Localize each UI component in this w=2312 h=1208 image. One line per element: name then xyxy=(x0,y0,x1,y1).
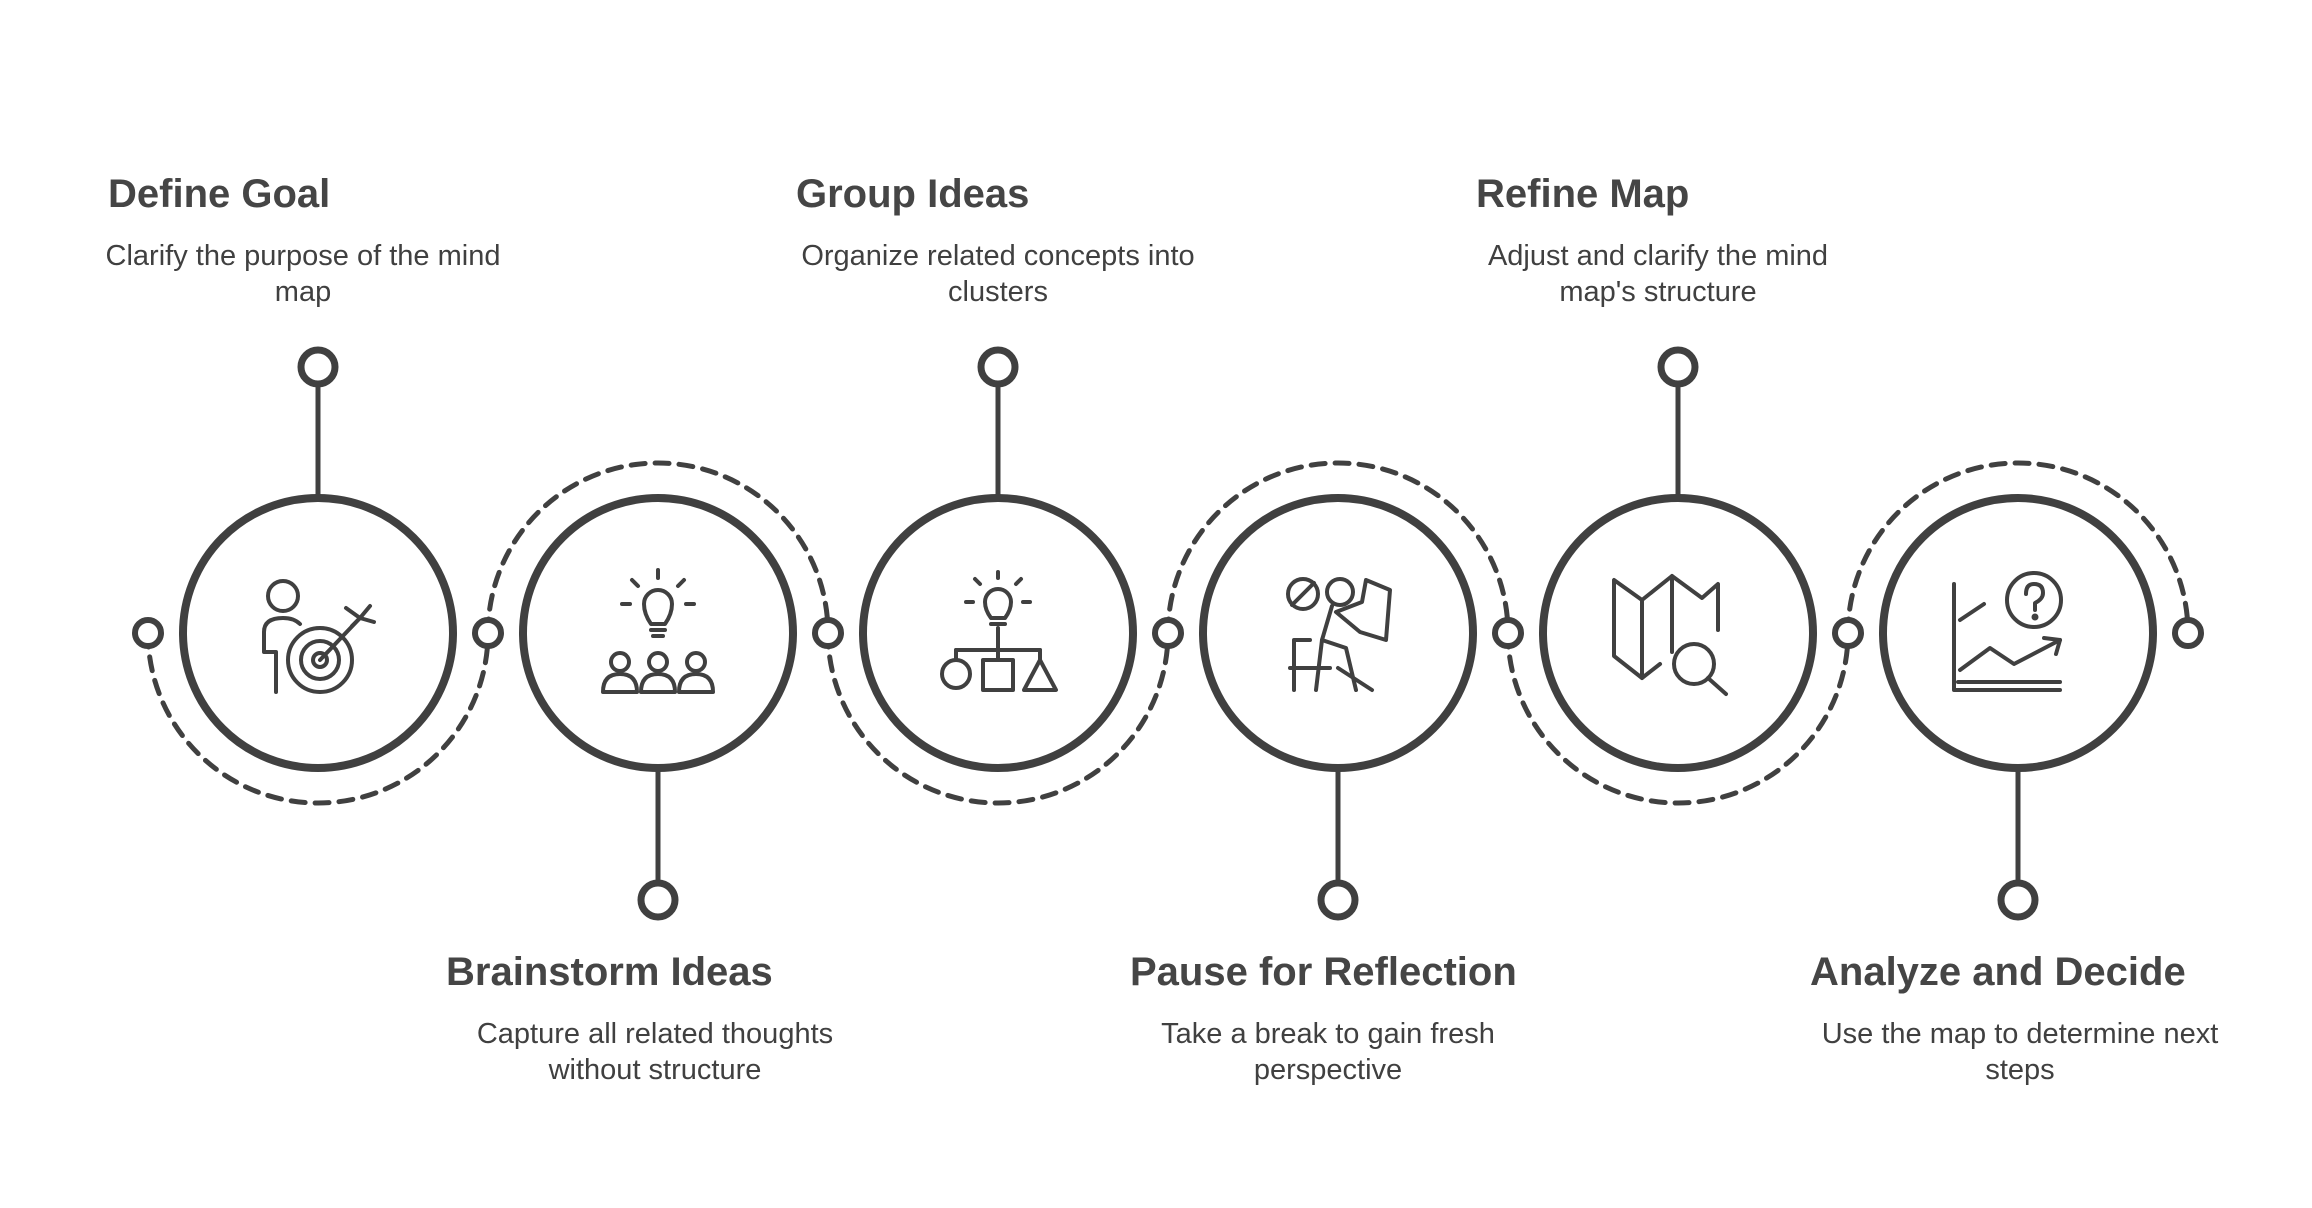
stem-pin xyxy=(1317,879,1359,921)
step-3-title: Group Ideas xyxy=(796,172,1030,216)
step-circle-1 xyxy=(179,494,457,772)
step-circle-5 xyxy=(1539,494,1817,772)
connector-arc-6 xyxy=(1845,460,2191,636)
step-3-text: Group Ideas Organize related concepts in… xyxy=(768,170,1228,310)
map-magnifier-icon xyxy=(1612,574,1728,696)
step-circle-2 xyxy=(519,494,797,772)
connector-arc-1 xyxy=(145,630,491,806)
step-4-text: Pause for Reflection Take a break to gai… xyxy=(1108,948,1568,1088)
stems xyxy=(315,382,2021,885)
chart-question-icon xyxy=(1952,571,2063,692)
step-5-text: Refine Map Adjust and clarify the mind m… xyxy=(1448,170,1908,310)
step-4-description: Take a break to gain fresh perspective xyxy=(1161,1018,1495,1086)
lightbulb-group-icon xyxy=(601,568,715,694)
junction-node xyxy=(2172,617,2204,649)
junction-node xyxy=(1492,617,1524,649)
step-circles xyxy=(179,494,2157,772)
junction-nodes xyxy=(132,617,2204,649)
connector-arc-4 xyxy=(1165,460,1511,636)
dashed-connectors xyxy=(145,460,2191,806)
step-5-description: Adjust and clarify the mind map's struct… xyxy=(1487,240,1829,308)
connector-arc-5 xyxy=(1505,630,1851,806)
target-person-icon xyxy=(262,579,376,694)
connector-arc-2 xyxy=(485,460,831,636)
junction-node xyxy=(472,617,504,649)
step-6-title: Analyze and Decide xyxy=(1810,950,2186,994)
junction-node xyxy=(1832,617,1864,649)
stem-pin xyxy=(977,346,1019,388)
step-4-title: Pause for Reflection xyxy=(1130,950,1517,994)
step-3-description: Organize related concepts into clusters xyxy=(801,240,1195,308)
stem-pin xyxy=(1657,346,1699,388)
step-2-title: Brainstorm Ideas xyxy=(446,950,773,994)
stem-pin xyxy=(1997,879,2039,921)
step-6-description: Use the map to determine next steps xyxy=(1821,1018,2219,1086)
step-5-title: Refine Map xyxy=(1476,172,1690,216)
connector-arc-3 xyxy=(825,630,1171,806)
step-1-title: Define Goal xyxy=(108,172,331,216)
step-circle-6 xyxy=(1879,494,2157,772)
person-reading-break-icon xyxy=(1286,577,1392,692)
step-circle-4 xyxy=(1199,494,1477,772)
stem-pin xyxy=(297,346,339,388)
stem-pin xyxy=(637,879,679,921)
junction-node xyxy=(1152,617,1184,649)
junction-node xyxy=(132,617,164,649)
step-1-description: Clarify the purpose of the mind map xyxy=(105,240,501,308)
step-2-description: Capture all related thoughts without str… xyxy=(476,1018,834,1086)
junction-node xyxy=(812,617,844,649)
step-2-text: Brainstorm Ideas Capture all related tho… xyxy=(428,948,888,1088)
step-1-text: Define Goal Clarify the purpose of the m… xyxy=(88,170,548,310)
lightbulb-hierarchy-icon xyxy=(940,570,1058,692)
step-6-text: Analyze and Decide Use the map to determ… xyxy=(1788,948,2248,1088)
stem-pins xyxy=(297,346,2039,921)
